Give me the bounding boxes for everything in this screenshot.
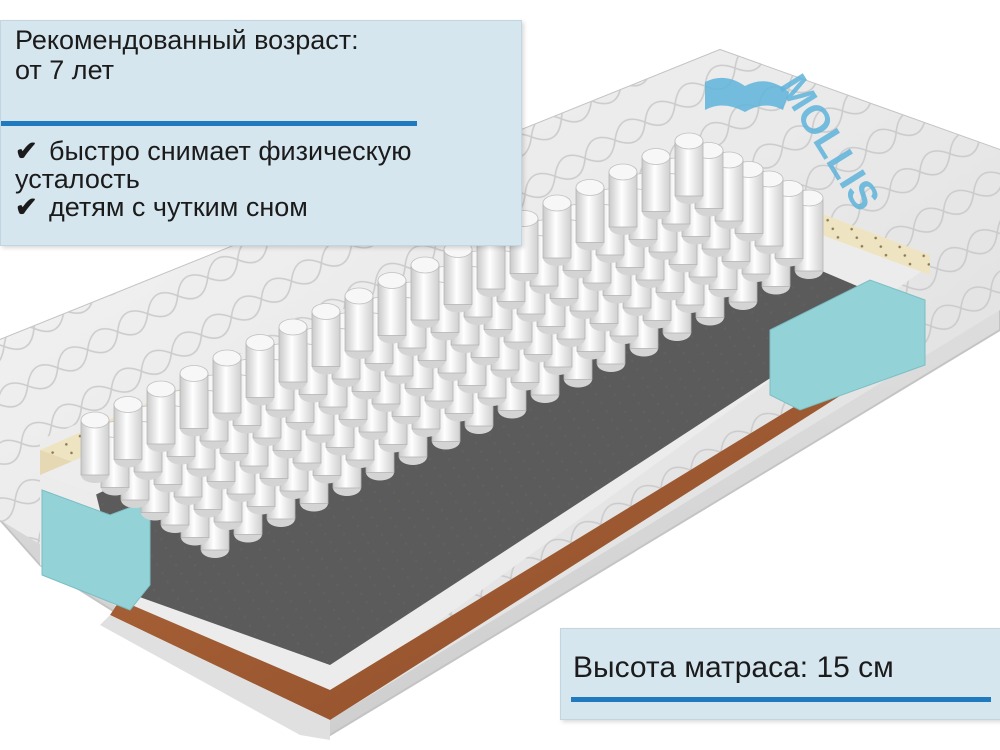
- pocket-spring: [212, 349, 242, 421]
- pocket-spring: [674, 132, 704, 204]
- logo-mark-icon: [705, 77, 789, 112]
- checkmark-icon: ✔: [15, 192, 38, 222]
- pocket-spring: [641, 148, 671, 220]
- checkmark-icon: ✔: [15, 136, 38, 166]
- pocket-spring: [179, 365, 209, 437]
- pocket-spring: [608, 163, 638, 235]
- panel-divider: [571, 697, 991, 702]
- age-recommendation-panel: Рекомендованный возраст: от 7 лет ✔быстр…: [0, 20, 522, 246]
- pocket-spring: [542, 194, 572, 266]
- pocket-spring: [443, 241, 473, 313]
- panel-divider: [1, 121, 417, 126]
- age-value: от 7 лет: [15, 55, 115, 85]
- foam-edge-right: [769, 279, 926, 411]
- pocket-spring: [344, 287, 374, 359]
- pocket-spring: [410, 256, 440, 328]
- feature-text: быстро снимает физическую усталость: [15, 136, 412, 194]
- pocket-spring: [377, 272, 407, 344]
- pocket-spring: [113, 396, 143, 468]
- pocket-spring: [311, 303, 341, 375]
- pocket-spring: [278, 318, 308, 390]
- height-panel: Высота матраса: 15 см: [560, 628, 1000, 720]
- pocket-spring: [146, 380, 176, 452]
- feature-item: ✔быстро снимает физическую усталость: [15, 137, 515, 193]
- pocket-spring-block: [80, 132, 824, 558]
- mattress-height-label: Высота матраса: 15 см: [573, 651, 894, 684]
- age-title: Рекомендованный возраст:: [15, 25, 359, 55]
- feature-item: ✔ детям с чутким сном: [15, 193, 515, 221]
- feature-text: детям с чутким сном: [49, 192, 308, 222]
- foam-edge-left: [41, 489, 151, 611]
- pocket-spring: [575, 179, 605, 251]
- pocket-spring: [80, 411, 110, 483]
- pocket-spring: [245, 334, 275, 406]
